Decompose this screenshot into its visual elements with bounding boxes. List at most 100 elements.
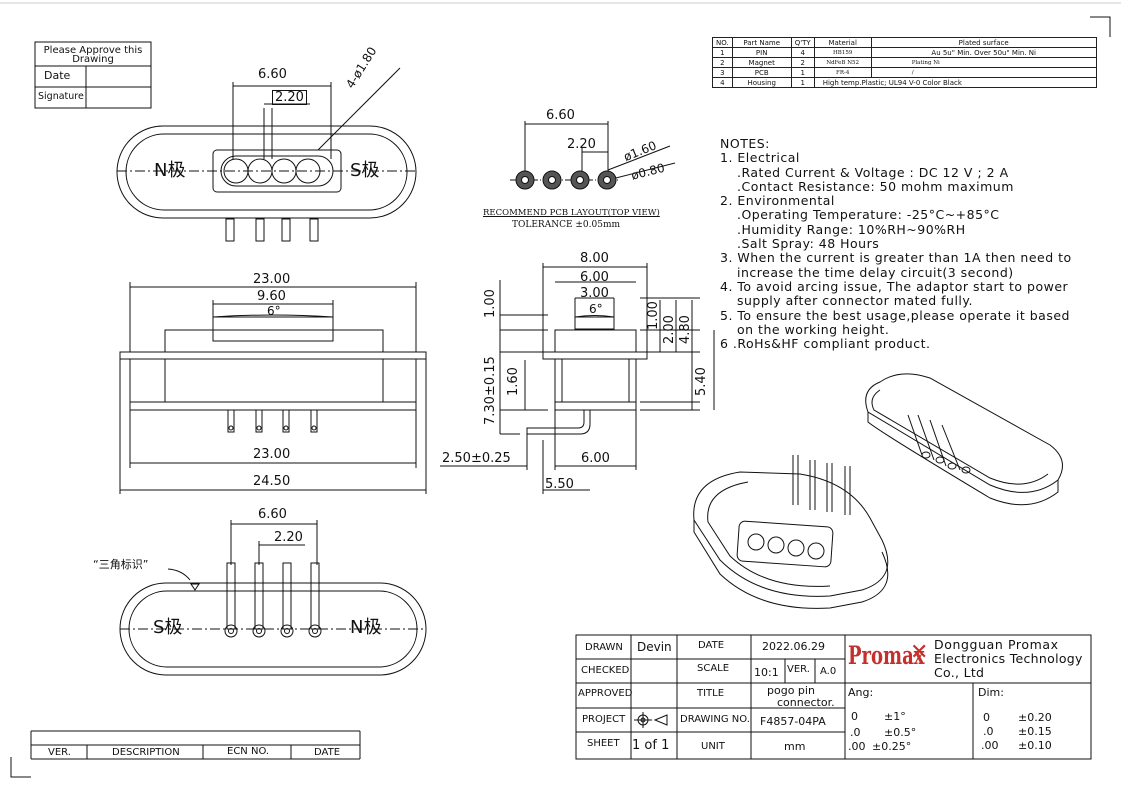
note-line: supply after connector mated fully. [737,293,973,309]
tb-scale-value: 10:1 [754,666,779,679]
tol-ang-key: 0 [851,710,858,723]
approval-title-line1: Please Approve this [43,45,143,56]
tb-title-label: TITLE [697,688,725,699]
pcb-dim-pitch: 2.20 [567,137,596,152]
tb-dim-label: Dim: [978,686,1004,699]
company-logo-mark: ✕ [910,640,929,665]
bom-cell: 4 [712,77,733,88]
rev-description-header: DESCRIPTION [112,747,180,758]
tb-title-value2: connector. [777,696,835,709]
iso-view-lower [693,455,889,609]
bom-cell: 4 [790,47,815,58]
project-symbol [634,712,668,728]
bottom-view [119,520,427,676]
bom-table: NO. Part Name Q'TY Material Plated surfa… [712,37,1097,88]
bom-cell: 1 [790,77,815,88]
bom-header: NO. [712,37,733,48]
bom-cell: 1 [790,67,815,78]
housing-outer [116,125,417,219]
front-dim-mid: 9.60 [257,289,286,304]
side-dim-r1: 1.00 [646,301,661,330]
note-line: .Salt Spray: 48 Hours [737,236,880,252]
frame-corner-tr [1090,16,1111,37]
company-name-line2: Electronics Technology [934,651,1083,666]
tb-date-label: DATE [698,640,725,651]
tb-scale-label: SCALE [697,663,730,674]
tol-dim-val: ±0.20 [1018,711,1052,724]
note-line: increase the time delay circuit(3 second… [737,264,1014,280]
note-line: .Rated Current & Voltage : DC 12 V ; 2 A [737,164,1009,180]
side-view [440,263,715,494]
bom-header: Material [813,37,872,48]
bom-cell: 2 [790,57,815,68]
tb-ver-label: VER. [787,664,810,675]
front-dim-angle: 6° [267,304,281,318]
note-line: 3. When the current is greater than 1A t… [720,250,1072,266]
side-dim-r2: 2.00 [662,315,677,344]
side-dim-c: 3.00 [580,286,609,301]
top-label-s: S极 [350,160,380,181]
title-block [575,634,1092,760]
tol-dim-val: ±0.10 [1018,739,1052,752]
rev-date-header: DATE [314,747,341,758]
tol-dim-val: ±0.15 [1018,725,1052,738]
bom-cell: Plating Ni [870,57,1097,68]
approval-title-line2: Drawing [72,54,114,65]
pcb-tolerance: TOLERANCE ±0.05mm [512,220,621,230]
top-label-n: N极 [154,160,186,181]
housing-inner [125,133,408,211]
company-name-line3: Co., Ltd [934,665,985,680]
pcb-dim-total: 6.60 [546,108,575,123]
bom-cell: HB159 [813,47,872,58]
side-dim-offset: 2.50±0.25 [442,451,511,466]
triangle-label: “三角标识” [93,558,149,571]
note-line: on the working height. [737,321,890,337]
note-line: 4. To avoid arcing issue, The adaptor st… [720,278,1069,294]
note-line: 1. Electrical [720,150,800,166]
tb-drawing-no-label: DRAWING NO. [680,714,750,725]
note-line: .Operating Temperature: -25°C~+85°C [737,207,1000,223]
bom-cell: High temp.Plastic; UL94 V-0 Color Black [813,77,1097,88]
bom-cell: NdFeB N52 [813,57,872,68]
pcb-pads [515,170,617,190]
frame-corner-bl [10,757,31,778]
bom-cell: Au 5u" Min. Over 50u" Min. Ni [870,47,1097,58]
tb-unit-value: mm [784,740,806,753]
bom-header-row: NO. Part Name Q'TY Material Plated surfa… [712,37,1097,48]
pcb-caption: RECOMMEND PCB LAYOUT(TOP VIEW) [483,208,660,218]
front-view [119,282,427,494]
tol-dim-key: .0 [983,725,994,738]
tol-ang-val: ±1° [884,710,906,723]
bom-cell: / [870,67,1097,78]
tb-checked-label: CHECKED [581,665,630,676]
side-dim-width: 6.00 [581,451,610,466]
tb-ang-label: Ang: [848,686,874,699]
bom-cell: PIN [731,47,792,58]
tb-approved-label: APPROVED [578,688,633,699]
top-dim-pitch: 2.20 [272,90,307,105]
triangle-mark [190,583,200,591]
bom-cell: FR-4 [813,67,872,78]
bom-header: Q'TY [790,37,815,48]
tb-unit-label: UNIT [701,741,725,752]
side-dim-h3: 1.60 [506,367,521,396]
side-dim-angle: 6° [589,302,603,316]
tol-ang-key: .0 [850,726,861,739]
approval-date-label: Date [44,69,71,82]
bom-cell: Magnet [731,57,792,68]
side-dim-b: 6.00 [580,270,609,285]
front-dim-bottom: 23.00 [253,447,291,462]
bottom-label-n: N极 [350,617,382,638]
bottom-dim-total: 6.60 [258,507,287,522]
tol-dim-key: .00 [981,739,999,752]
iso-view-upper [865,373,1063,506]
revision-table [30,730,361,760]
side-dim-h2: 7.30±0.15 [483,356,498,425]
bottom-dim-pitch: 2.20 [274,530,303,545]
tol-ang-key: .00 [848,740,866,753]
side-dim-r4: 5.40 [694,367,709,396]
note-line: 2. Environmental [720,193,835,209]
side-dim-foot: 5.50 [545,477,574,492]
tb-project-label: PROJECT [582,714,626,725]
note-line: .Humidity Range: 10%RH~90%RH [737,221,966,237]
